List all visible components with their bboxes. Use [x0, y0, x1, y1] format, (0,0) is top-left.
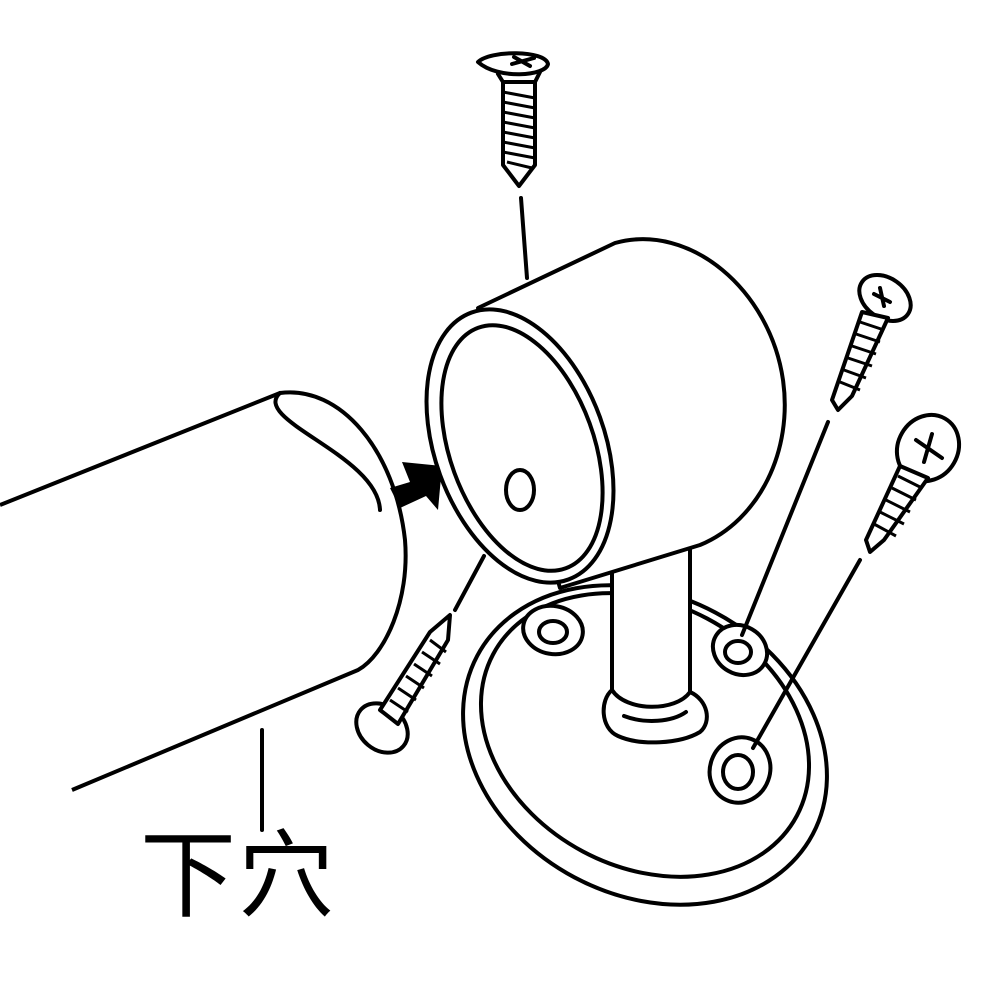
screw-right-lower	[864, 412, 962, 554]
screw-top	[476, 51, 550, 188]
insert-arrow-icon	[390, 462, 442, 510]
screw-hole-top	[521, 603, 585, 657]
screw-set	[354, 613, 452, 755]
screw-hole-right	[710, 622, 770, 678]
bracket-cup	[424, 237, 787, 590]
screw-leader-set	[453, 554, 486, 612]
screw-leader-top	[519, 196, 529, 280]
screw-leader-bottom	[751, 558, 862, 750]
screw-right-upper	[830, 273, 913, 412]
bracket-post	[601, 538, 709, 745]
screw-hole-bottom	[707, 735, 773, 805]
screw-leader-right	[740, 420, 830, 637]
set-screw-hole	[504, 468, 536, 512]
pilot-hole-label: 下穴	[140, 820, 336, 932]
handrail-pipe	[0, 390, 408, 792]
